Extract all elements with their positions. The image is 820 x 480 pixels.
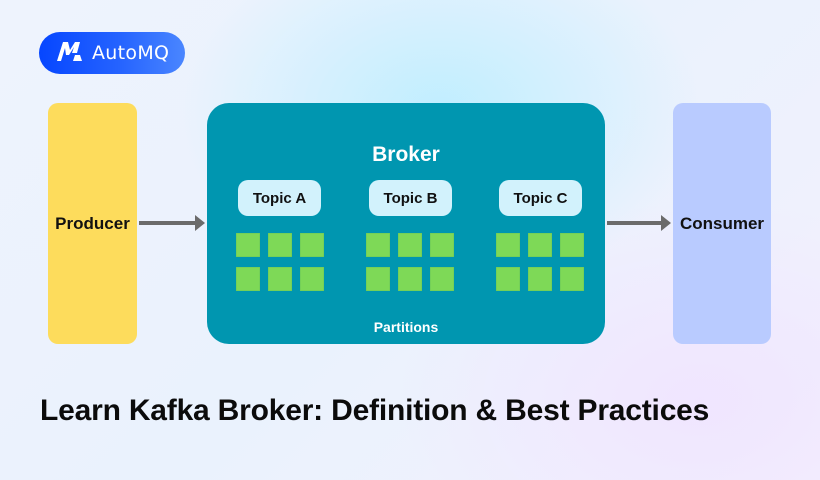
page-title: Learn Kafka Broker: Definition & Best Pr… <box>40 394 710 427</box>
automq-logo-badge: AutoMQ <box>39 32 185 74</box>
producer-box: Producer <box>48 103 137 344</box>
partition <box>366 267 390 291</box>
consumer-label: Consumer <box>679 213 765 233</box>
partition <box>560 233 584 257</box>
partition <box>300 233 324 257</box>
topic-b-pill: Topic B <box>369 180 452 216</box>
partition <box>430 233 454 257</box>
partition <box>268 267 292 291</box>
broker-label: Broker <box>372 143 440 166</box>
topic-b-partitions <box>366 233 458 291</box>
partition <box>528 233 552 257</box>
arrow-right-icon <box>139 215 205 231</box>
partition <box>268 233 292 257</box>
arrow-right-icon <box>607 215 671 231</box>
topic-c-partitions <box>496 233 588 291</box>
topic-label: Topic A <box>252 189 307 207</box>
topic-label: Topic C <box>513 189 568 207</box>
broker-box: Broker Topic A Topic B Topic C Partition… <box>207 103 605 344</box>
producer-label: Producer <box>55 213 130 233</box>
consumer-box: Consumer <box>673 103 771 344</box>
topic-a-partitions <box>236 233 328 291</box>
partition <box>398 233 422 257</box>
partition <box>300 267 324 291</box>
topic-a-pill: Topic A <box>238 180 321 216</box>
topic-label: Topic B <box>383 189 438 207</box>
partition <box>236 267 260 291</box>
brand-name: AutoMQ <box>92 42 170 64</box>
partition <box>496 233 520 257</box>
partition <box>560 267 584 291</box>
partition <box>496 267 520 291</box>
partition <box>430 267 454 291</box>
partition <box>398 267 422 291</box>
partition <box>528 267 552 291</box>
partitions-label: Partitions <box>373 319 439 335</box>
partition <box>366 233 390 257</box>
topic-c-pill: Topic C <box>499 180 582 216</box>
automq-m-logo-icon <box>56 40 84 67</box>
partition <box>236 233 260 257</box>
